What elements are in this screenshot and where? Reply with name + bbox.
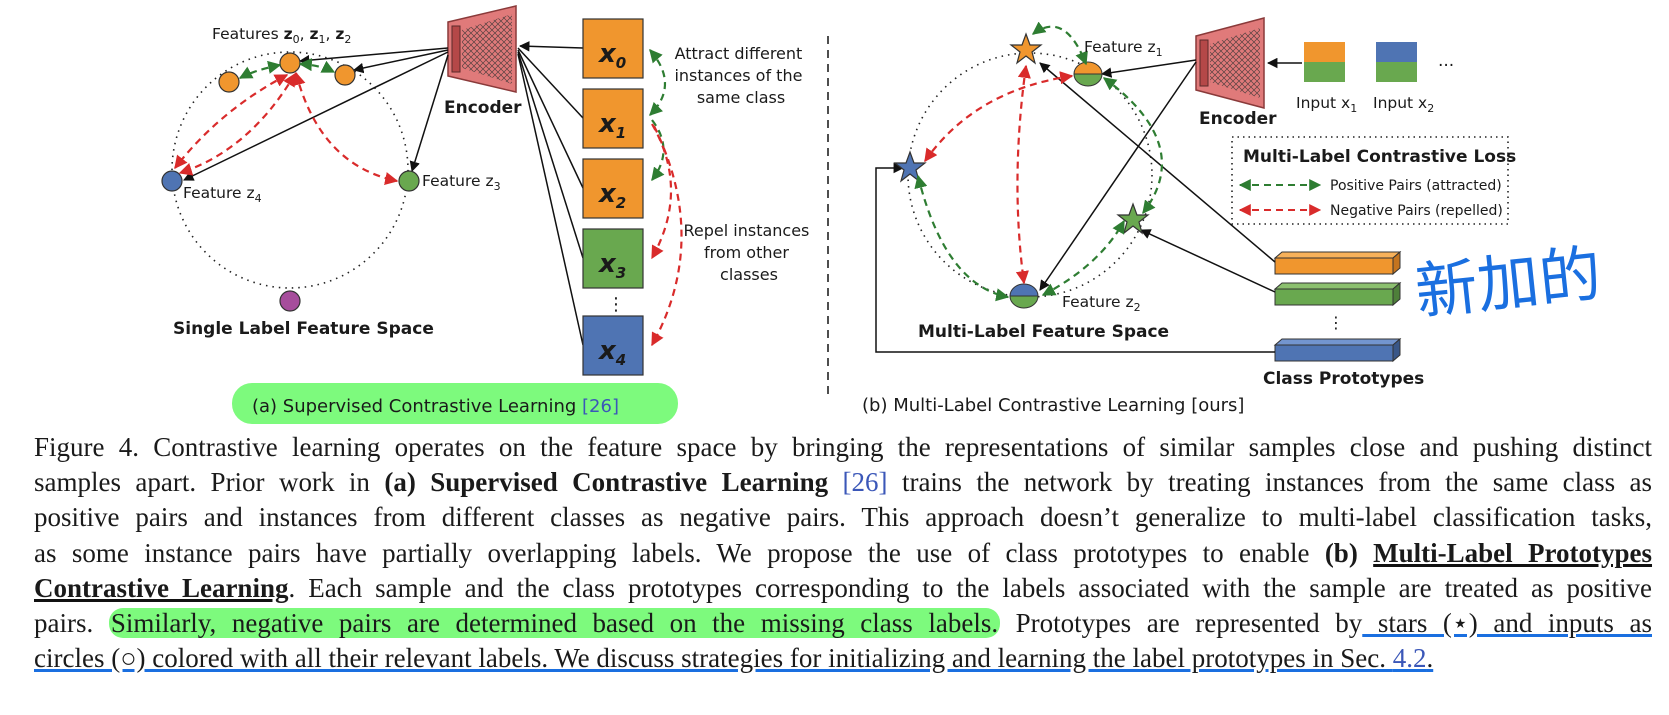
caption-a-highlight (232, 383, 678, 424)
caption-b: (b) Multi-Label Contrastive Learning [ou… (862, 395, 1244, 416)
input2-top (1376, 42, 1417, 62)
feature-z3-label: Feature z3 (422, 172, 501, 193)
prototype-star-blue (893, 150, 927, 183)
prototype-star-green (1116, 202, 1150, 235)
feature-point-z3 (398, 170, 420, 192)
feature-point-z4 (161, 170, 183, 192)
figure-4: Encoder (161, 5, 1605, 424)
feature-z2-label-b: Feature z2 (1062, 293, 1141, 314)
input-ellipsis-a: ⋮ (607, 294, 625, 315)
repel-text: Repel instances from other classes (684, 221, 815, 284)
caption-line-6: pairs. Similarly, negative pairs are det… (34, 608, 1652, 639)
encoder-arrows-a (183, 47, 449, 181)
input-x1-label: x1 (597, 109, 626, 142)
section-link-4-2[interactable]: 4.2 (1392, 643, 1427, 674)
feature-space-circle-b (907, 52, 1153, 298)
underlined-method-name: Multi-Label Prototypes (1373, 537, 1653, 568)
input1-top (1304, 42, 1345, 62)
caption-line-2: samples apart. Prior work in (a) Supervi… (34, 467, 1653, 498)
loss-legend: Multi-Label Contrastive Loss Positive Pa… (1231, 136, 1516, 225)
input-point-z2 (1009, 283, 1039, 309)
feature-z1-label-b: Feature z1 (1084, 38, 1163, 59)
caption-line-7: circles (○) colored with all their relev… (34, 643, 1434, 674)
legend-title: Multi-Label Contrastive Loss (1243, 147, 1516, 167)
input1-label: Input x1 (1296, 94, 1357, 115)
caption-line-5: Contrastive Learning. Each sample and th… (34, 572, 1652, 603)
prototype-arrows (875, 62, 1276, 353)
attract-text: Attract different instances of the same … (674, 44, 807, 107)
legend-positive: Positive Pairs (attracted) (1330, 178, 1502, 194)
input-pair-b: ... (1266, 42, 1454, 82)
input-x2 (582, 158, 644, 219)
feature-z4-label: Feature z4 (183, 184, 262, 205)
feature-point-z1 (279, 52, 301, 74)
panel-b: Encoder ... Input x1 Input x2 ⋮ (862, 17, 1605, 416)
input2-label: Input x2 (1373, 94, 1434, 115)
class-prototypes: ⋮ (1273, 250, 1402, 363)
input1-bottom (1304, 62, 1345, 82)
encoder-label-a: Encoder (444, 98, 522, 118)
input-pair-arrows-a (649, 48, 683, 347)
pair-arrows-b (914, 21, 1164, 302)
encoder-label-b: Encoder (1199, 109, 1277, 129)
feature-space-circle-a (171, 51, 409, 289)
prototype-ellipsis: ⋮ (1328, 313, 1344, 332)
input-ellipsis-b: ... (1438, 51, 1454, 71)
input-stack-a: x0 x1 x2 x3 ⋮ x4 (582, 18, 644, 376)
caption-line-3: positive pairs and instances from differ… (34, 502, 1652, 533)
input-x4-label: x4 (597, 336, 626, 369)
multi-label-space-label: Multi-Label Feature Space (918, 322, 1169, 342)
features-z0-z1-z2-label: Features z0, z1, z2 (212, 25, 351, 46)
single-label-space-label: Single Label Feature Space (173, 319, 434, 339)
input-x4 (582, 315, 644, 376)
panel-a: Encoder (161, 5, 815, 424)
prototype-orange (1274, 257, 1394, 275)
input-point-z1 (1073, 61, 1103, 87)
prototype-star-orange (1009, 32, 1043, 65)
input-x0-label: x0 (597, 39, 626, 72)
legend-negative: Negative Pairs (repelled) (1330, 203, 1503, 219)
pair-arrows-a (174, 58, 399, 186)
highlighted-sentence: Similarly, negative pairs are determined… (108, 608, 1001, 639)
feature-point-z0 (218, 71, 240, 93)
input-x0 (582, 18, 644, 79)
encoder-b (1195, 17, 1265, 109)
caption-line-4: as some instance pairs have partially ov… (34, 537, 1653, 568)
encoder-a (447, 5, 517, 93)
feature-point-other (279, 290, 301, 312)
prototype-green (1274, 288, 1394, 306)
handwritten-annotation: 新加的 (1412, 237, 1605, 329)
input-x3 (582, 228, 644, 289)
prototype-blue (1274, 344, 1394, 362)
caption-a: (a) Supervised Contrastive Learning [26] (252, 396, 619, 417)
citation-26[interactable]: [26] (842, 467, 888, 498)
figure-caption: Figure 4. Contrastive learning operates … (34, 430, 1652, 676)
input-arrows-a (517, 41, 584, 346)
input-x2-label: x2 (597, 179, 626, 212)
feature-point-z2 (334, 64, 356, 86)
input-x3-label: x3 (597, 249, 626, 282)
class-prototypes-label: Class Prototypes (1263, 369, 1424, 389)
input2-bottom (1376, 62, 1417, 82)
caption-line-1: Figure 4. Contrastive learning operates … (34, 432, 1652, 462)
input-x1 (582, 88, 644, 149)
blue-underline-text: stars (⋆) and inputs as (1362, 608, 1652, 639)
